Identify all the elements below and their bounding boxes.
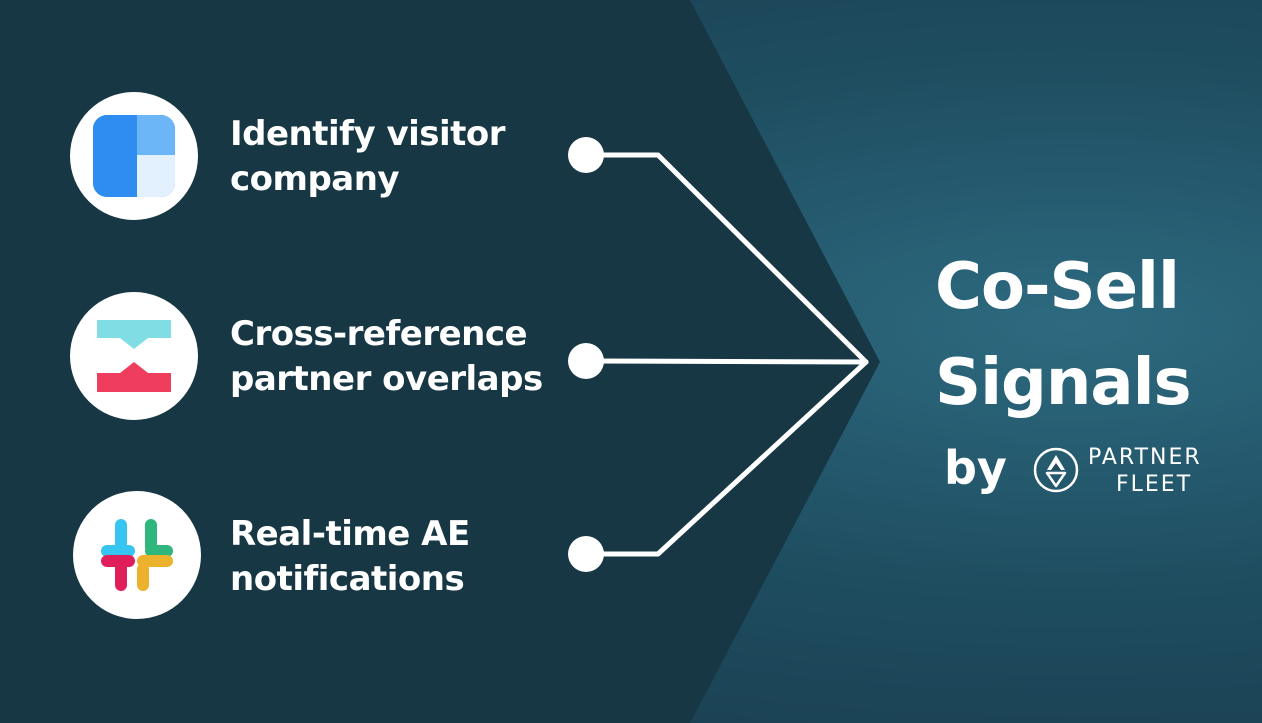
feature-label-identify: Identify visitor company bbox=[230, 114, 506, 199]
feature-label-notifications: Real-time AE notifications bbox=[230, 514, 470, 599]
logo-wordmark-line-2: FLEET bbox=[1116, 472, 1193, 497]
title-line-2: Signals bbox=[935, 346, 1192, 420]
partner-fleet-logo-icon bbox=[1033, 447, 1079, 493]
connector-dot-top bbox=[568, 137, 604, 173]
feature-icon-circle bbox=[73, 491, 201, 619]
connector-bottom bbox=[583, 359, 869, 557]
connector-middle bbox=[583, 358, 869, 365]
overlap-icon bbox=[97, 320, 171, 392]
title-line-1: Co-Sell bbox=[935, 250, 1180, 324]
connector-dot-middle bbox=[568, 343, 604, 379]
logo-wordmark-line-1: PARTNER bbox=[1088, 445, 1202, 470]
feature-icon-circle bbox=[70, 292, 198, 420]
feature-icon-circle bbox=[70, 92, 198, 220]
connector-dot-bottom bbox=[568, 536, 604, 572]
connector-top bbox=[583, 152, 869, 365]
byline: by bbox=[944, 441, 1007, 495]
feature-label-cross-reference: Cross-reference partner overlaps bbox=[230, 314, 543, 399]
slack-icon bbox=[101, 519, 173, 591]
window-panels-icon bbox=[93, 115, 175, 197]
